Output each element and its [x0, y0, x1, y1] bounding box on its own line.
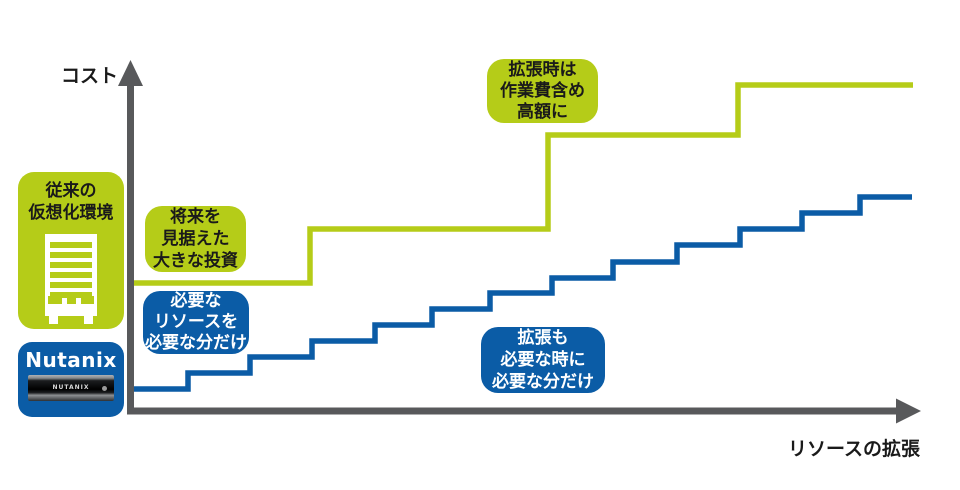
- series-line-nutanix: [130, 194, 912, 392]
- nutanix-appliance-logo: NUTANIX: [52, 384, 90, 391]
- axes: [118, 60, 921, 424]
- nutanix-card: Nutanix NUTANIX: [18, 342, 124, 417]
- y-axis-line: [127, 84, 134, 414]
- server-tower-icon: [45, 234, 97, 324]
- traditional-card-label: 従来の 仮想化環境: [28, 181, 114, 223]
- callout-large-upfront-investment: 将来を 見据えた 大きな投資: [145, 206, 246, 272]
- nutanix-appliance-image: NUTANIX: [28, 375, 114, 401]
- y-axis-arrowhead-icon: [118, 60, 143, 86]
- series-line-traditional: [130, 82, 913, 286]
- traditional-virtualization-card: 従来の 仮想化環境: [18, 172, 124, 329]
- callout-expand-when-needed: 拡張も 必要な時に 必要な分だけ: [481, 327, 605, 393]
- callout-expensive-expansion: 拡張時は 作業費含め 高額に: [487, 59, 598, 123]
- nutanix-card-label: Nutanix: [25, 348, 117, 372]
- callout-only-needed-resources: 必要な リソースを 必要な分だけ: [143, 291, 249, 354]
- x-axis-arrowhead-icon: [896, 398, 921, 424]
- appliance-led-icon: [102, 386, 107, 391]
- x-axis-label: リソースの拡張: [787, 438, 920, 460]
- y-axis-label: コスト: [60, 65, 118, 87]
- x-axis-line: [127, 407, 898, 415]
